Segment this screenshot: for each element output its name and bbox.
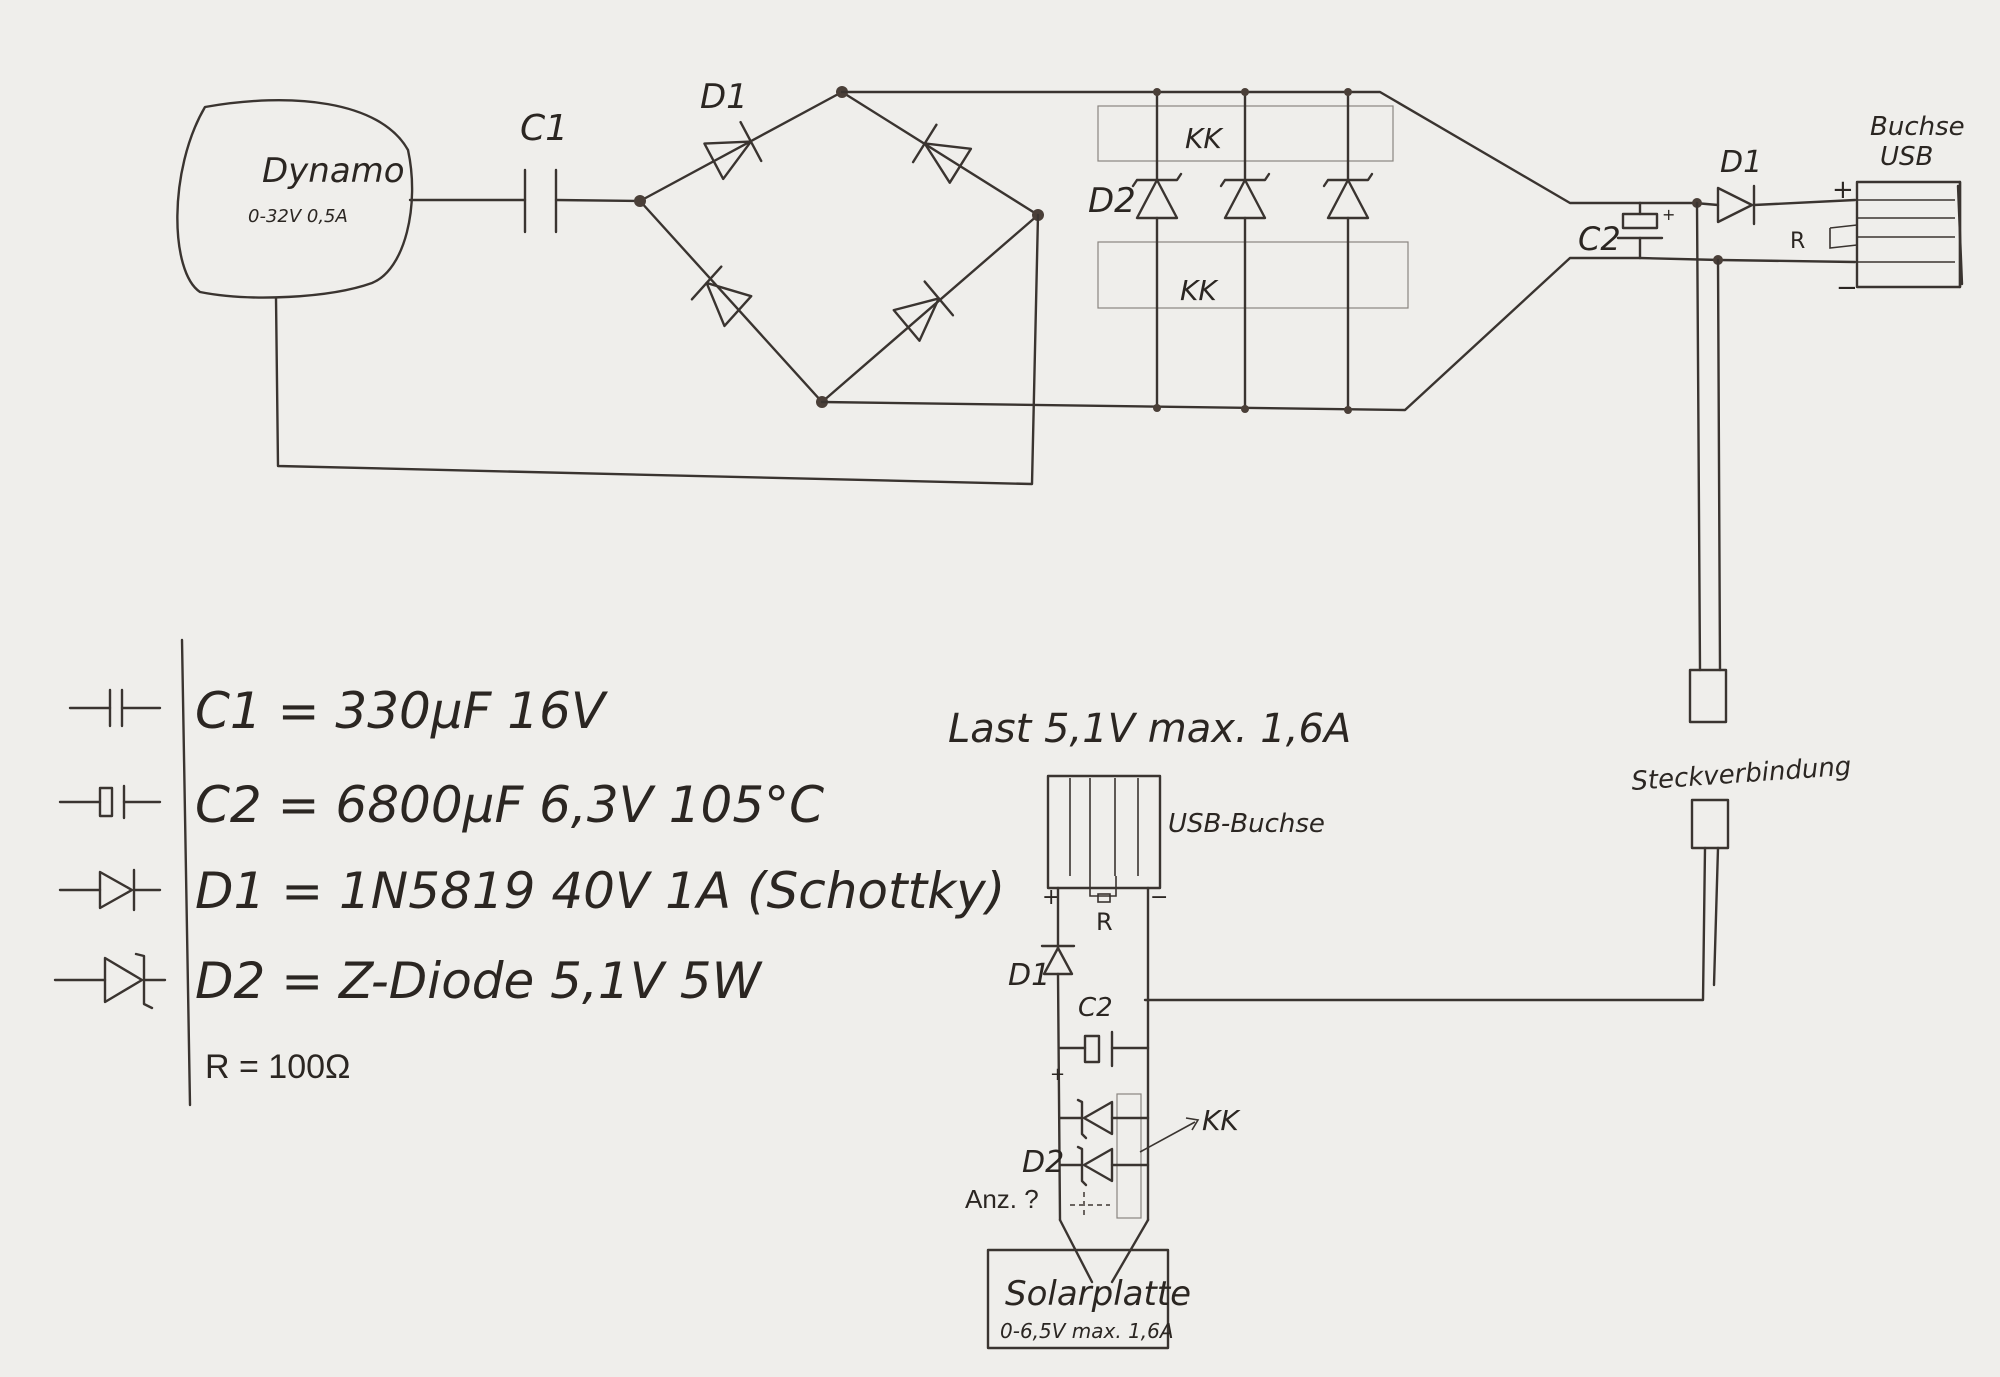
lower-c2-capacitor: C2 +: [1050, 993, 1150, 1085]
dynamo-title: Dynamo: [262, 151, 405, 191]
lower-kk-label: KK: [1202, 1104, 1241, 1137]
legend-c2: C2 = 6800μF 6,3V 105°C: [195, 776, 824, 834]
zener-column-2: [1219, 88, 1271, 413]
usb-top-title: Buchse: [1870, 112, 1965, 142]
resistor-note: R = 100Ω: [205, 1048, 350, 1086]
plug-connector: Steckverbindung: [1630, 668, 1852, 850]
kk-top-label: KK: [1185, 122, 1224, 155]
c2-label: C2: [1578, 220, 1621, 258]
lower-zener-1: [1058, 1098, 1150, 1140]
solar-panel: Solarplatte 0-6,5V max. 1,6A: [986, 1248, 1191, 1350]
usb-top-r: R: [1790, 229, 1805, 254]
usb-socket-bottom: USB-Buchse + − R: [1042, 774, 1325, 936]
heat-sink-top: KK: [1097, 105, 1394, 162]
lower-circuit: Last 5,1V max. 1,6A USB-Buchse + − R D1: [948, 706, 1351, 1350]
steckverbindung-label: Steckverbindung: [1630, 752, 1852, 797]
bridge-diode-top-right: [911, 123, 973, 184]
c2-capacitor: C2 +: [1578, 201, 1675, 260]
zener-column-3: [1322, 88, 1374, 414]
kk-bottom-label: KK: [1180, 274, 1219, 307]
zener-column-1: [1131, 88, 1183, 412]
bridge-d1-label: D1: [700, 77, 748, 117]
load-label: Last 5,1V max. 1,6A: [948, 706, 1351, 752]
legend-d2: D2 = Z-Diode 5,1V 5W: [195, 952, 763, 1010]
c1-capacitor: C1: [520, 108, 568, 234]
c2-plus: +: [1662, 205, 1675, 224]
count-note: Anz. ?: [965, 1184, 1039, 1214]
lower-c2-plus: +: [1050, 1064, 1065, 1085]
usb-top-plus: +: [1832, 175, 1854, 205]
solar-title: Solarplatte: [1005, 1274, 1191, 1314]
component-legend: C1 = 330μF 16V C2 = 6800μF 6,3V 105°C D1…: [53, 638, 1005, 1107]
output-d1-label: D1: [1720, 145, 1762, 180]
legend-c1: C1 = 330μF 16V: [195, 682, 609, 740]
output-d1-diode: D1: [1716, 145, 1762, 226]
usb-socket-top: Buchse USB + − R: [1790, 112, 1965, 303]
usb-top-subtitle: USB: [1880, 142, 1933, 172]
heat-sink-bottom: KK: [1097, 241, 1409, 309]
legend-capacitor-icon: [68, 688, 162, 728]
legend-zener-diode-icon: [53, 952, 167, 1010]
lower-c2-label: C2: [1078, 993, 1113, 1023]
legend-diode-icon: [58, 868, 162, 912]
usb-buchse-label: USB-Buchse: [1168, 809, 1325, 839]
dynamo: Dynamo 0-32V 0,5A: [176, 99, 414, 299]
bridge-diode-bottom-left: [690, 265, 753, 328]
dynamo-spec: 0-32V 0,5A: [248, 206, 348, 227]
bridge-diode-bottom-right: [892, 280, 955, 342]
d2-label: D2: [1088, 181, 1136, 221]
bridge-diode-top-left: [703, 120, 763, 181]
upper-circuit: Dynamo 0-32V 0,5A C1: [176, 77, 1965, 1002]
lower-zener-optional: [1070, 1192, 1110, 1218]
c1-label: C1: [520, 108, 568, 149]
solar-spec: 0-6,5V max. 1,6A: [1000, 1319, 1174, 1343]
usb-bottom-plus: +: [1042, 885, 1060, 910]
usb-top-minus: −: [1836, 273, 1858, 303]
lower-zener-2: [1058, 1145, 1150, 1187]
lower-d1-diode: D1: [1008, 944, 1076, 993]
usb-bottom-r: R: [1096, 908, 1113, 936]
usb-bottom-minus: −: [1150, 885, 1168, 910]
lower-heat-sink: [1116, 1093, 1142, 1219]
legend-electrolytic-capacitor-icon: [58, 784, 162, 820]
legend-d1: D1 = 1N5819 40V 1A (Schottky): [195, 862, 1005, 920]
lower-d2-label: D2: [1022, 1145, 1064, 1180]
lower-d1-label: D1: [1008, 958, 1050, 993]
bridge-rectifier: D1: [634, 77, 1044, 408]
